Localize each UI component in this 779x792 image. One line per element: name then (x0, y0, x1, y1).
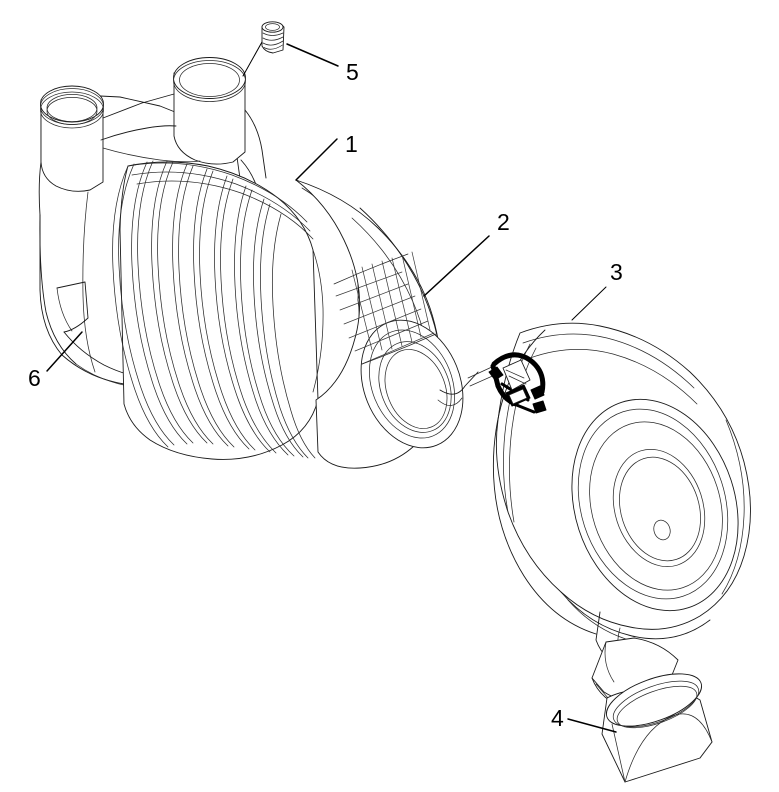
callout-label-5: 5 (346, 59, 359, 85)
leader-line-5b (242, 41, 263, 77)
callout-label-3: 3 (610, 259, 623, 285)
filter-mesh-pattern (335, 251, 435, 365)
callout-label-1: 1 (345, 131, 358, 157)
leader-line-1 (295, 138, 338, 181)
hose-clamp[interactable] (488, 352, 547, 414)
callout-numbers: 1 2 3 4 5 6 (28, 59, 623, 731)
leader-lines (46, 41, 617, 733)
leader-line-5 (286, 43, 339, 67)
callout-label-4: 4 (551, 705, 564, 731)
leader-line-4 (567, 718, 617, 733)
part-3-air-cleaner-cover[interactable] (492, 322, 764, 671)
callout-label-6: 6 (28, 365, 41, 391)
leader-line-3 (571, 286, 607, 321)
part-4-dust-ejector-valve[interactable] (591, 637, 713, 783)
callout-label-2: 2 (497, 209, 510, 235)
leader-line-6 (46, 331, 83, 372)
leader-line-2 (423, 235, 490, 297)
part-2-filter-element[interactable] (295, 179, 498, 469)
part-5-plug-screw[interactable] (261, 21, 285, 54)
